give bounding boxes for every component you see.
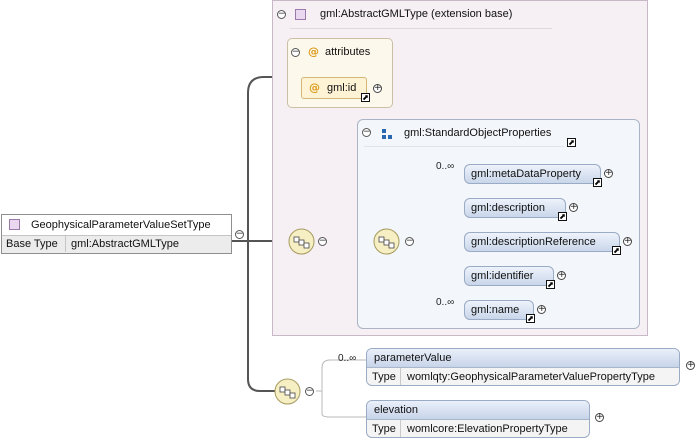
element-name: parameterValue bbox=[374, 352, 452, 364]
type-label: Type bbox=[372, 371, 396, 383]
element-name: gml:descriptionReference bbox=[471, 236, 596, 248]
element-name: elevation bbox=[374, 404, 419, 416]
link-arrow-icon[interactable]: ⬈ bbox=[361, 93, 370, 102]
expand-icon[interactable]: + bbox=[604, 168, 613, 178]
collapse-sequence-icon[interactable]: − bbox=[405, 236, 414, 246]
element-elevation[interactable]: elevation Type womlcore:ElevationPropert… bbox=[366, 400, 590, 438]
complex-type-icon bbox=[9, 219, 20, 230]
element-name: gml:name bbox=[471, 304, 520, 316]
collapse-sequence-icon[interactable]: − bbox=[318, 236, 327, 246]
complex-type-icon bbox=[295, 9, 306, 20]
element-header bbox=[367, 349, 679, 368]
element-gml-identifier[interactable]: gml:identifier bbox=[464, 266, 554, 286]
expand-icon[interactable]: + bbox=[569, 202, 578, 212]
element-gml-descriptionreference[interactable]: gml:descriptionReference bbox=[464, 232, 620, 252]
collapse-type-icon[interactable]: − bbox=[235, 229, 244, 239]
sequence-compositor[interactable] bbox=[288, 228, 315, 255]
occurrence-label: 0..∞ bbox=[436, 297, 455, 308]
divider bbox=[65, 236, 66, 252]
expand-icon[interactable]: + bbox=[595, 412, 604, 422]
collapse-extension-icon[interactable]: − bbox=[277, 9, 286, 19]
link-arrow-icon[interactable]: ⬈ bbox=[612, 246, 621, 255]
complex-type-header bbox=[2, 215, 231, 234]
collapse-sequence-icon[interactable]: − bbox=[305, 386, 314, 396]
divider bbox=[364, 146, 564, 147]
attribute-icon: @ bbox=[308, 45, 319, 58]
divider bbox=[290, 28, 552, 29]
link-arrow-icon[interactable]: ⬈ bbox=[558, 212, 567, 221]
link-arrow-icon[interactable]: ⬈ bbox=[593, 178, 602, 187]
attributes-title: attributes bbox=[325, 46, 371, 58]
element-name: gml:metaDataProperty bbox=[471, 168, 582, 180]
link-arrow-icon[interactable]: ⬈ bbox=[567, 138, 576, 147]
element-name: gml:description bbox=[471, 202, 545, 214]
element-header bbox=[367, 401, 589, 420]
collapse-attributes-icon[interactable]: − bbox=[291, 47, 300, 57]
extension-base-title: gml:AbstractGMLType (extension base) bbox=[320, 8, 513, 20]
element-parametervalue[interactable]: parameterValue Type womlqty:GeophysicalP… bbox=[366, 348, 680, 386]
expand-icon[interactable]: + bbox=[373, 83, 382, 93]
sequence-compositor[interactable] bbox=[274, 378, 301, 405]
collapse-group-icon[interactable]: − bbox=[362, 127, 371, 137]
attribute-gml-id[interactable] bbox=[301, 77, 367, 99]
attribute-icon: @ bbox=[309, 81, 320, 94]
base-type-value: gml:AbstractGMLType bbox=[71, 238, 179, 250]
link-arrow-icon[interactable]: ⬈ bbox=[546, 280, 555, 289]
group-icon bbox=[382, 129, 392, 139]
element-gml-metadataproperty[interactable]: gml:metaDataProperty bbox=[464, 164, 601, 184]
sequence-compositor[interactable] bbox=[373, 228, 400, 255]
element-gml-description[interactable]: gml:description bbox=[464, 198, 566, 218]
expand-icon[interactable]: + bbox=[686, 360, 695, 370]
expand-icon[interactable]: + bbox=[537, 304, 546, 314]
expand-icon[interactable]: + bbox=[557, 270, 566, 280]
element-name: gml:identifier bbox=[471, 270, 534, 282]
element-gml-name[interactable]: gml:name bbox=[464, 300, 534, 320]
group-title: gml:StandardObjectProperties bbox=[404, 127, 552, 139]
occurrence-label: 0..∞ bbox=[436, 161, 455, 172]
complex-type-name: GeophysicalParameterValueSetType bbox=[31, 219, 211, 231]
attribute-name: gml:id bbox=[327, 82, 357, 94]
base-type-label: Base Type bbox=[6, 238, 58, 250]
expand-icon[interactable]: + bbox=[623, 236, 632, 246]
divider bbox=[400, 368, 401, 385]
occurrence-label: 0..∞ bbox=[338, 353, 357, 364]
base-type-row bbox=[2, 235, 231, 253]
type-value: womlqty:GeophysicalParameterValuePropert… bbox=[407, 371, 656, 383]
divider bbox=[400, 420, 401, 437]
type-label: Type bbox=[372, 423, 396, 435]
standard-object-properties-group bbox=[357, 119, 640, 329]
type-value: womlcore:ElevationPropertyType bbox=[407, 423, 568, 435]
link-arrow-icon[interactable]: ⬈ bbox=[526, 314, 535, 323]
